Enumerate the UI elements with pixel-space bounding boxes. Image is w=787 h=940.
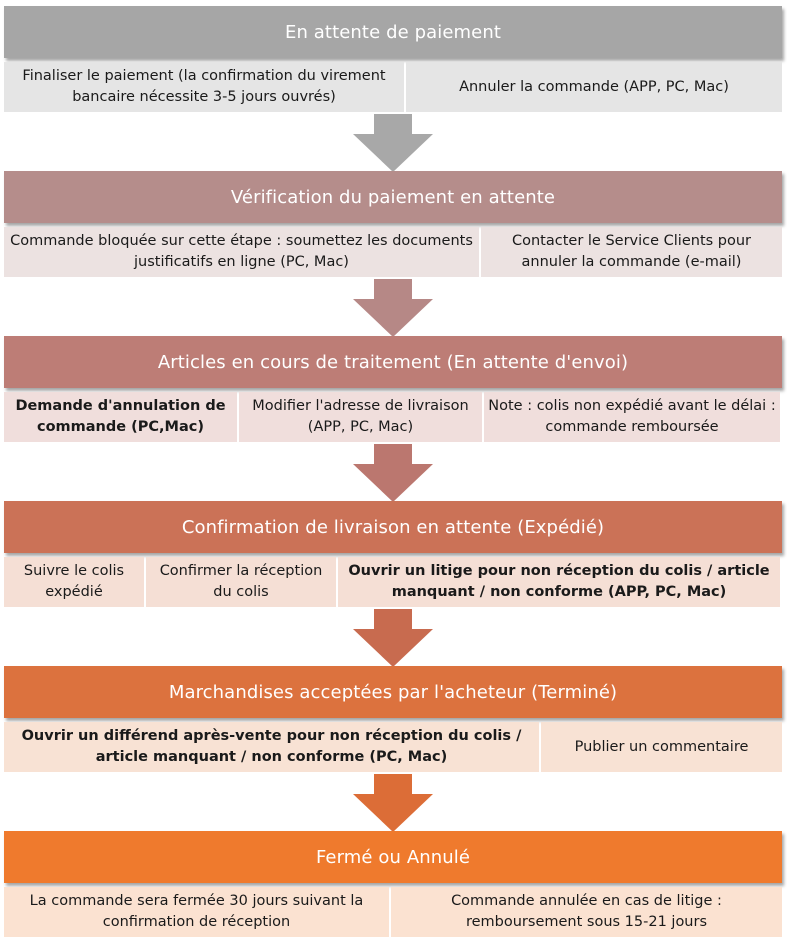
down-arrow-shape bbox=[353, 774, 433, 832]
action-cell-ouvrir-un-litige-pour-non-reception-du-c: Ouvrir un litige pour non réception du c… bbox=[338, 557, 780, 607]
stage-title: Confirmation de livraison en attente (Ex… bbox=[181, 516, 605, 538]
stage-header-3: Articles en cours de traitement (En atte… bbox=[4, 336, 782, 388]
action-cell-modifier-l-adresse-de-livraison-app-pc-m: Modifier l'adresse de livraison (APP, PC… bbox=[239, 392, 482, 442]
stage-title: Vérification du paiement en attente bbox=[230, 186, 556, 208]
down-arrow-shape bbox=[353, 114, 433, 172]
stage-actions-row-5: Ouvrir un différend après-vente pour non… bbox=[4, 722, 782, 772]
action-cell-suivre-le-colis-expedie: Suivre le colis expédié bbox=[4, 557, 144, 607]
action-cell-commande-bloquee-sur-cette-etape-soumett: Commande bloquée sur cette étape : soume… bbox=[4, 227, 479, 277]
down-arrow-icon bbox=[353, 279, 433, 337]
stage-actions-row-6: La commande sera fermée 30 jours suivant… bbox=[4, 887, 782, 937]
action-cell-demande-d-annulation-de-commande-pc-mac: Demande d'annulation de commande (PC,Mac… bbox=[4, 392, 237, 442]
down-arrow-icon bbox=[353, 774, 433, 832]
action-cell-confirmer-la-reception-du-colis: Confirmer la réception du colis bbox=[146, 557, 336, 607]
action-cell-finaliser-le-paiement-la-confirmation-du: Finaliser le paiement (la confirmation d… bbox=[4, 62, 404, 112]
down-arrow-shape bbox=[353, 444, 433, 502]
stage-title: Marchandises acceptées par l'acheteur (T… bbox=[168, 681, 618, 703]
stage-actions-row-1: Finaliser le paiement (la confirmation d… bbox=[4, 62, 782, 112]
down-arrow-icon bbox=[353, 609, 433, 667]
action-cell-contacter-le-service-clients-pour-annule: Contacter le Service Clients pour annule… bbox=[481, 227, 782, 277]
stage-header-4: Confirmation de livraison en attente (Ex… bbox=[4, 501, 782, 553]
action-cell-annuler-la-commande-app-pc-mac: Annuler la commande (APP, PC, Mac) bbox=[406, 62, 782, 112]
action-cell-commande-annulee-en-cas-de-litige-rembou: Commande annulée en cas de litige : remb… bbox=[391, 887, 782, 937]
stage-actions-row-2: Commande bloquée sur cette étape : soume… bbox=[4, 227, 782, 277]
action-cell-note-colis-non-expedie-avant-le-delai-co: Note : colis non expédié avant le délai … bbox=[484, 392, 780, 442]
stage-header-2: Vérification du paiement en attente bbox=[4, 171, 782, 223]
stage-actions-row-3: Demande d'annulation de commande (PC,Mac… bbox=[4, 392, 782, 442]
stage-header-5: Marchandises acceptées par l'acheteur (T… bbox=[4, 666, 782, 718]
down-arrow-icon bbox=[353, 444, 433, 502]
stage-title: Articles en cours de traitement (En atte… bbox=[157, 351, 629, 373]
action-cell-ouvrir-un-differend-apres-vente-pour-non: Ouvrir un différend après-vente pour non… bbox=[4, 722, 539, 772]
action-cell-publier-un-commentaire: Publier un commentaire bbox=[541, 722, 782, 772]
stage-header-6: Fermé ou Annulé bbox=[4, 831, 782, 883]
down-arrow-shape bbox=[353, 279, 433, 337]
down-arrow-icon bbox=[353, 114, 433, 172]
down-arrow-shape bbox=[353, 609, 433, 667]
stage-title: En attente de paiement bbox=[284, 21, 501, 43]
stage-header-1: En attente de paiement bbox=[4, 6, 782, 58]
action-cell-la-commande-sera-fermee-30-jours-suivant: La commande sera fermée 30 jours suivant… bbox=[4, 887, 389, 937]
stage-title: Fermé ou Annulé bbox=[315, 846, 471, 868]
